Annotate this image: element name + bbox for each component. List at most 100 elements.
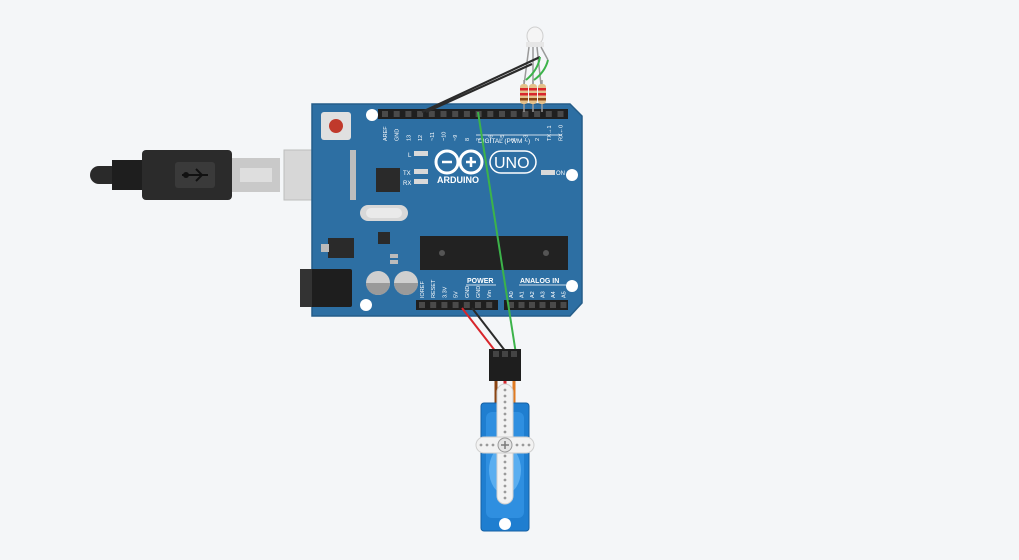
header-socket[interactable] [393,111,400,117]
header-socket[interactable] [452,111,459,117]
led-tx-label: TX [403,171,411,177]
power-header-label: POWER [467,278,493,285]
mounting-hole [360,299,372,311]
header-socket[interactable] [539,302,546,308]
header-socket[interactable] [560,302,567,308]
pin-label: 8 [465,138,471,141]
usb-cable[interactable] [90,149,351,201]
mounting-hole [566,169,578,181]
header-socket[interactable] [545,111,552,117]
wire-ground-servo[interactable] [471,307,507,353]
header-socket[interactable] [510,111,517,117]
servo-horn[interactable] [475,383,535,505]
power-jack [300,269,352,307]
usb-chip [376,168,400,192]
header-socket[interactable] [440,111,447,117]
led-rx-label: RX [403,181,411,187]
led-on-label: ON [556,171,565,177]
header-socket[interactable] [452,302,459,308]
header-socket[interactable] [486,302,493,308]
brand-label: ARDUINO [437,175,479,185]
reset-button[interactable] [321,112,351,140]
usb-icon [175,162,215,188]
pin-label: Vin [487,290,493,298]
pin-label: 13 [406,135,412,141]
voltage-regulator [328,238,354,258]
pin-label: IOREF [420,281,426,298]
pin-label: AREF [383,126,389,141]
wire-power[interactable] [461,307,497,353]
resistor[interactable] [529,80,537,112]
usb-socket [350,150,356,200]
pin-label: 7 [477,138,483,141]
digital-header[interactable] [378,109,568,119]
pin-label: 12 [418,135,424,141]
capacitor [394,271,418,295]
header-socket[interactable] [518,302,525,308]
header-socket[interactable] [557,111,564,117]
header-socket[interactable] [463,111,470,117]
resistor[interactable] [538,80,546,112]
resistor[interactable] [520,80,528,112]
pin-label: ~3 [523,135,529,141]
digital-header-label: DIGITAL (PWM ~) [478,138,530,145]
header-socket[interactable] [463,302,470,308]
header-socket[interactable] [522,111,529,117]
capacitor [366,271,390,295]
pin-label: A0 [509,291,515,298]
atmega-chip [420,236,568,270]
pin-label: 3.3V [442,286,448,298]
power-header[interactable] [416,300,498,310]
pin-label: TX→1 [547,125,553,141]
crystal-oscillator [360,205,408,221]
pin-label: RX←0 [559,125,565,141]
arduino-board[interactable]: ARDUINO UNO L TX RX ON AREF GND 13 12 ~11 ~10… [300,103,583,317]
pin-label: 4 [512,138,518,141]
pin-label: A4 [551,291,557,298]
servo-motor[interactable] [475,349,535,532]
header-socket[interactable] [508,302,514,308]
header-socket[interactable] [382,111,388,117]
pin-label: GND [465,286,471,298]
header-socket[interactable] [487,111,494,117]
pin-label: GND [395,129,401,141]
pin-label: ~11 [430,132,436,141]
pin-label: ~9 [453,135,459,141]
header-socket[interactable] [550,302,556,308]
small-chip [378,232,390,244]
mounting-hole [566,280,578,292]
header-socket[interactable] [417,111,424,117]
header-socket[interactable] [499,111,505,117]
header-socket[interactable] [534,111,541,117]
header-socket[interactable] [529,302,535,308]
wire-ground[interactable] [421,56,541,114]
header-socket[interactable] [419,302,425,308]
led-on [541,170,555,175]
led-l-label: L [408,153,412,159]
pin-label: A5 [562,291,568,298]
arduino-logo [434,149,484,175]
header-socket[interactable] [475,302,481,308]
pin-label: GND [476,286,482,298]
pin-label: RESET [431,279,437,298]
pin-label: ~10 [442,132,448,141]
model-label: UNO [494,155,530,172]
mounting-hole [366,109,378,121]
pin-label: A2 [530,291,536,298]
pin-label: ~5 [500,135,506,141]
wire-signal[interactable] [477,111,517,355]
wire-led-green[interactable] [525,56,549,81]
header-socket[interactable] [441,302,448,308]
pin-label: 2 [535,138,541,141]
header-socket[interactable] [428,111,435,117]
analog-header-label: ANALOG IN [520,278,559,285]
rgb-led[interactable] [523,26,549,86]
analog-header[interactable] [504,300,568,310]
header-socket[interactable] [430,302,437,308]
pin-label: A1 [520,291,526,298]
header-socket[interactable] [405,111,412,117]
